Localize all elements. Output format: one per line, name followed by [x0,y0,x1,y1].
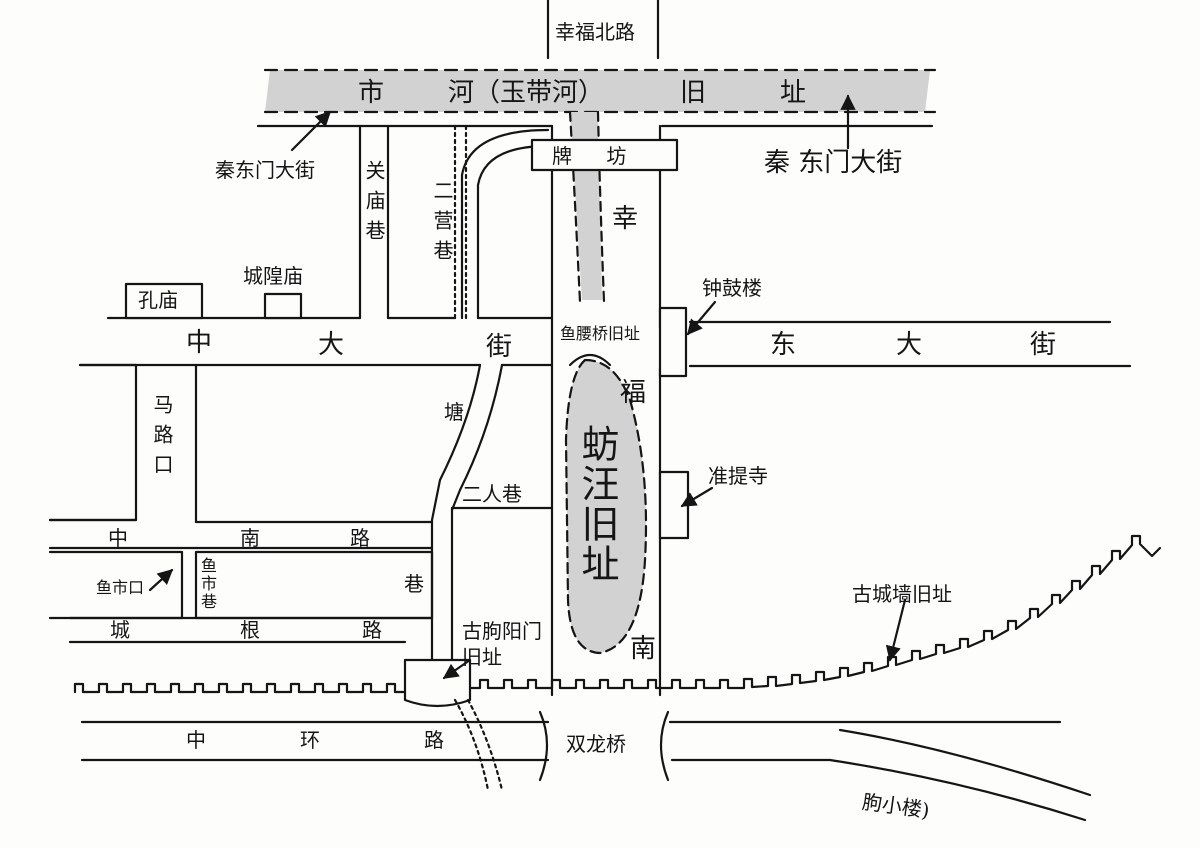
arrow-old-wall [885,598,907,662]
label-yushikou: 鱼市口 [96,578,145,597]
gate-path-west [453,698,490,792]
zhonggulou-box [658,306,688,378]
label-chenggen-1: 城 [110,618,130,642]
label-river-3: 旧 [680,78,707,108]
arrow-guquyangmen [442,658,472,680]
curved-lane-outer [460,128,550,320]
label-dong: 东 [770,330,797,360]
kongmiao-box [124,282,204,320]
zhonghuan-road-far [838,728,1092,797]
zhonghuan-road-south [80,758,1087,822]
stream-edge-east [596,110,606,304]
arrow-zhuntisi [680,486,714,508]
city-wall [73,534,1162,694]
label-guquyangmen-old: 古朐阳门旧址 [462,619,542,669]
label-lake-old: 蚄汪旧址 [575,424,619,584]
label-river-1: 市 [358,78,385,108]
river-band [265,70,930,112]
arrow-yushikou [148,568,174,592]
bridge-east-bracket [659,710,670,782]
label-erren-lane: 二人巷 [462,482,522,506]
label-zhongnan-2: 南 [240,526,260,550]
label-xing: 幸 [612,204,639,234]
arrow-zhonggulou [686,300,717,336]
label-paifang: 牌 坊 [552,144,641,168]
label-zhuntisi: 准提寺 [708,464,768,488]
label-fu: 福 [620,378,647,408]
label-chenghuangmiao: 城隍庙 [243,264,303,288]
label-malukou: 马路口 [150,394,174,484]
arrow-qindongmen-left [290,110,332,152]
label-nan: 南 [630,634,657,664]
label-river-4: 址 [780,78,807,108]
label-tang: 塘 [444,400,464,424]
label-kongmiao: 孔庙 [138,288,178,312]
label-xingfu-north-road: 幸福北路 [555,20,635,44]
lake-fill [564,358,648,655]
label-zhonggulou: 钟鼓楼 [702,276,762,300]
label-zhongnan-1: 中 [108,526,128,550]
label-yushi-lane: 鱼市巷 [198,557,217,611]
label-chenggen-3: 路 [362,618,382,642]
tang-lane-inner [450,363,504,512]
label-jie: 街 [486,332,513,362]
gate-path-east [466,698,504,792]
label-shuanglong-bridge: 双龙桥 [566,732,626,756]
stream-edge-west [568,110,582,304]
label-river-2: 河（玉带河） [448,78,605,108]
label-guanmiao-lane: 关庙巷 [362,160,386,250]
label-dong-da: 大 [896,330,923,360]
label-qindongmen-left: 秦东门大街 [215,158,315,182]
label-xiang: 巷 [404,572,424,596]
tang-lane-outer [430,363,482,522]
label-chenggen-2: 根 [240,618,260,642]
paifang-box [530,138,679,172]
yushi-block-east [194,550,434,620]
label-zhong: 中 [186,328,213,358]
label-zhongnan-3: 路 [350,526,370,550]
label-yuqiao-old: 鱼腰桥旧址 [560,324,641,343]
bridge-west-bracket [538,710,549,782]
label-da: 大 [318,330,345,360]
label-old-city-wall: 古城墙旧址 [852,582,952,606]
bridge-circle [568,353,612,367]
malukou-west [48,363,138,522]
label-zhonghuan-3: 路 [424,728,444,752]
label-zhonghuan-2: 环 [300,728,320,752]
label-erying-lane: 二营巷 [430,180,454,270]
chenghuangmiao-box [263,292,303,320]
label-qindongmen-right: 秦 东门大街 [764,148,903,178]
label-dong-jie: 街 [1030,330,1057,360]
label-zhonghuan-1: 中 [186,728,206,752]
curved-lane-inner [476,144,550,320]
